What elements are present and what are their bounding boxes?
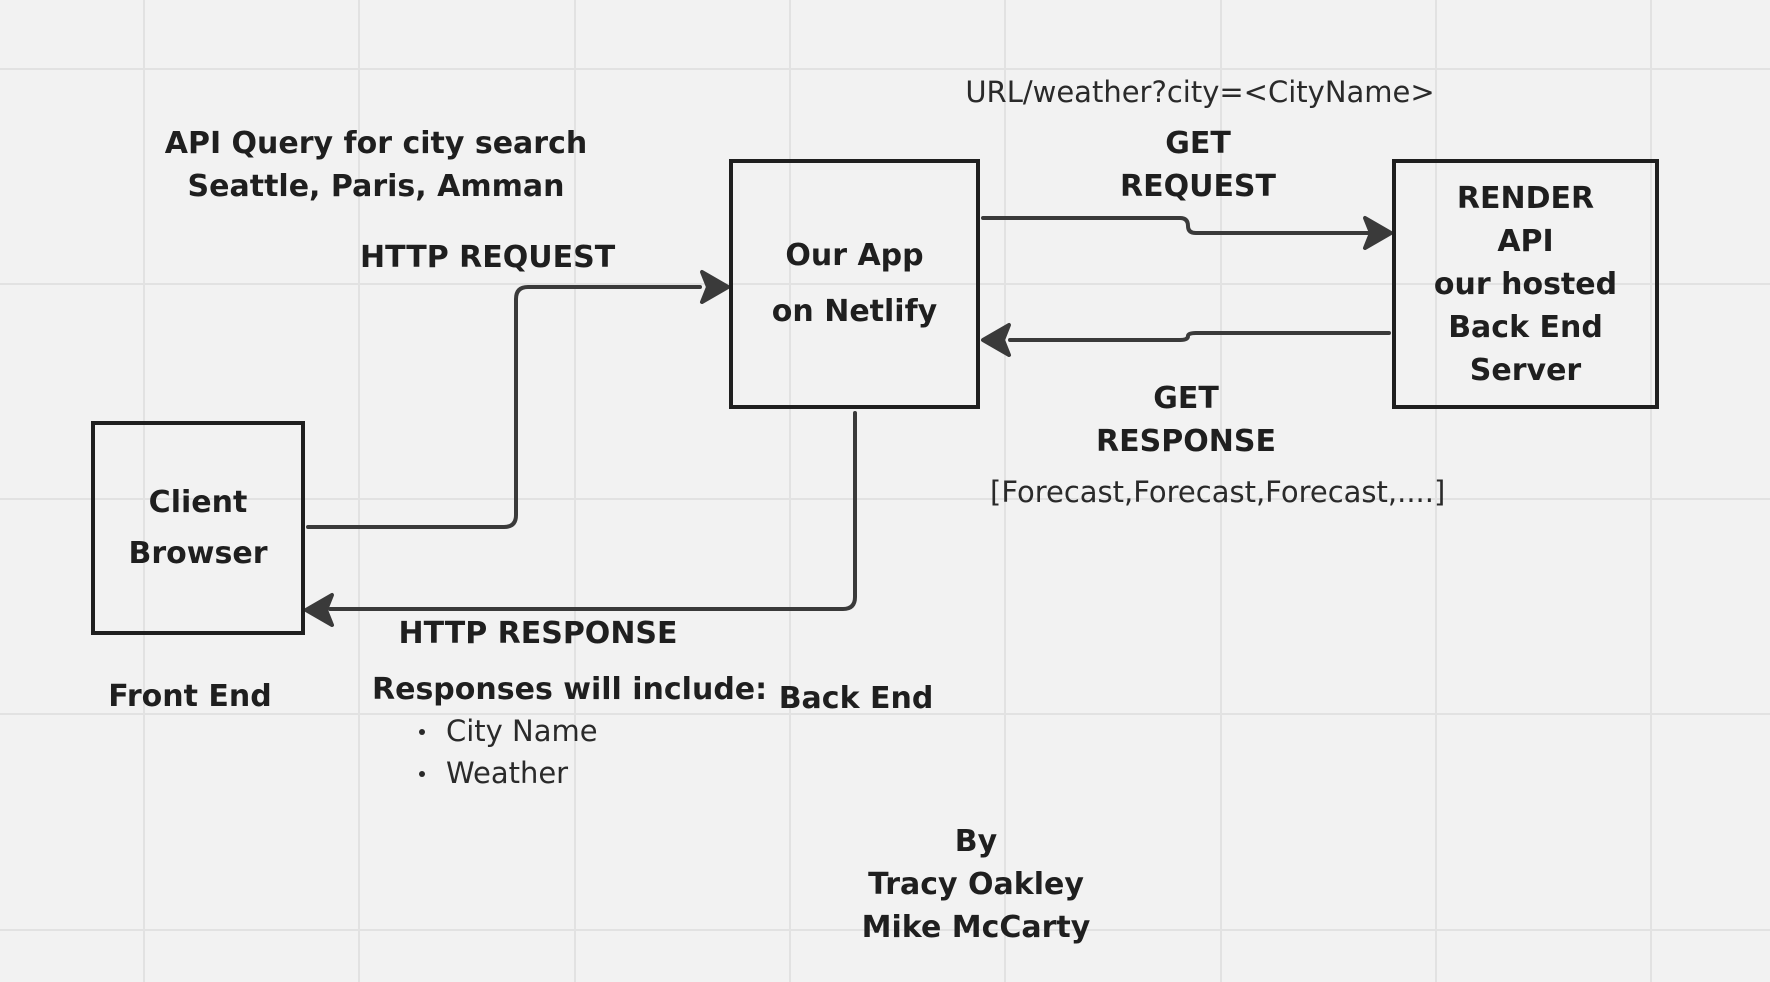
http-request-label: HTTP REQUEST: [360, 240, 616, 275]
http-response-arrowhead: [304, 593, 334, 627]
render-api-label-line-4: Back End Server: [1448, 309, 1603, 388]
responses-heading: Responses will include:: [372, 672, 768, 707]
list-item: Weather: [414, 752, 598, 794]
render-api-label-line-3: our hosted: [1433, 266, 1618, 302]
credits: By Tracy Oakley Mike McCarty: [826, 820, 1126, 949]
get-response-line-1: GET: [1153, 381, 1219, 416]
get-response-connector: [1008, 331, 1391, 342]
api-query-label: API Query for city search Seattle, Paris…: [150, 122, 602, 208]
forecast-array-label: [Forecast,Forecast,Forecast,....]: [990, 475, 1446, 509]
client-browser-label-line-2: Browser: [128, 536, 268, 571]
get-response-arrowhead: [981, 323, 1011, 357]
api-query-line-1: API Query for city search: [164, 126, 588, 161]
our-app-label-line-2: on Netlify: [771, 294, 938, 329]
get-request-connector: [981, 216, 1370, 235]
credits-line-3: Mike McCarty: [861, 910, 1091, 945]
render-api-label-line-2: API: [1497, 223, 1554, 259]
front-end-label: Front End: [108, 679, 272, 714]
client-browser-label-line-1: Client: [148, 485, 248, 520]
render-api-label-line-1: RENDER: [1456, 180, 1595, 216]
http-request-arrowhead: [700, 270, 730, 304]
get-request-line-1: GET: [1165, 126, 1231, 161]
our-app-label-line-1: Our App: [785, 238, 924, 273]
get-response-label: GET RESPONSE: [1086, 377, 1286, 463]
responses-list: City Name Weather: [414, 710, 598, 794]
credits-line-2: Tracy Oakley: [868, 867, 1084, 902]
url-endpoint-label: URL/weather?city=<CityName>: [965, 75, 1435, 109]
back-end-label: Back End: [778, 681, 934, 716]
list-item: City Name: [414, 710, 598, 752]
our-app-box: Our App on Netlify: [729, 159, 980, 409]
http-response-label: HTTP RESPONSE: [398, 616, 678, 651]
api-query-line-2: Seattle, Paris, Amman: [187, 169, 565, 204]
get-response-line-2: RESPONSE: [1096, 424, 1276, 459]
get-request-arrowhead: [1363, 216, 1393, 250]
credits-line-1: By: [954, 824, 998, 859]
get-request-line-2: REQUEST: [1119, 169, 1277, 204]
client-browser-box: Client Browser: [91, 421, 305, 635]
http-request-connector: [306, 285, 702, 529]
get-request-label: GET REQUEST: [1098, 122, 1298, 208]
http-response-connector: [328, 411, 857, 611]
render-api-box: RENDER API our hosted Back End Server: [1392, 159, 1659, 409]
